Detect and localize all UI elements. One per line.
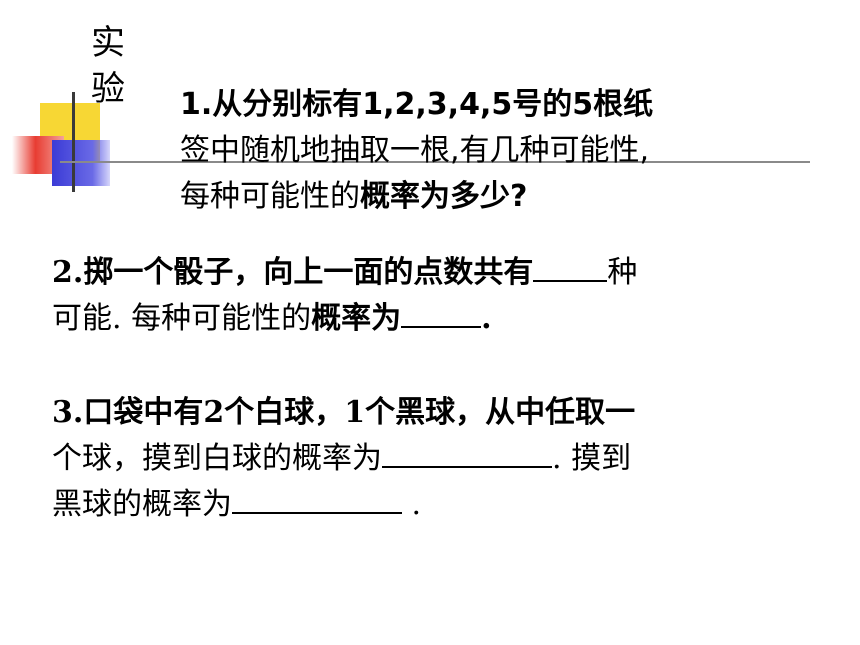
q1-line-3-text: 每种可能性的: [180, 179, 360, 214]
q3-line-2-tail: . 摸到: [552, 441, 632, 476]
question-3: 3.口袋中有2个白球，1个黑球，从中任取一 个球，摸到白球的概率为 . 摸到 黑球…: [52, 390, 812, 528]
q3-line-1: 3.口袋中有2个白球，1个黑球，从中任取一: [52, 395, 636, 430]
q2-line-1: 2.掷一个骰子，向上一面的点数共有 种: [52, 250, 812, 296]
q3-line-3: 黑球的概率为 .: [52, 482, 812, 528]
decor-horizontal-line: [60, 161, 810, 163]
question-2: 2.掷一个骰子，向上一面的点数共有 种 可能. 每种可能性的概率为.: [52, 250, 812, 342]
q2-line-1-tail: 种: [607, 255, 638, 290]
q2-line-1-text: 2.掷一个骰子，向上一面的点数共有: [52, 255, 534, 290]
q3-line-3-tail: .: [402, 487, 422, 522]
q2-line-2: 可能. 每种可能性的概率为.: [52, 296, 812, 342]
q1-line-2: 签中随机地抽取一根,有几种可能性,: [180, 133, 650, 168]
question-1: 1.从分别标有1,2,3,4,5号的5根纸 签中随机地抽取一根,有几种可能性, …: [180, 82, 820, 220]
title-char-1: 实: [91, 23, 125, 63]
slide-title: 实 验: [88, 20, 128, 112]
q3-line-2-text: 个球，摸到白球的概率为: [52, 441, 382, 476]
q2-line-2-period: .: [481, 301, 492, 336]
q1-line-3: 每种可能性的概率为多少?: [180, 174, 820, 220]
decor-blue-square: [52, 140, 110, 186]
q3-blank-black: [232, 484, 402, 514]
q1-line-1: 1.从分别标有1,2,3,4,5号的5根纸: [180, 87, 654, 122]
q3-line-3-text: 黑球的概率为: [52, 487, 232, 522]
q3-line-2: 个球，摸到白球的概率为 . 摸到: [52, 436, 812, 482]
q1-line-3-bold: 概率为多少?: [360, 179, 528, 214]
q2-blank-count: [533, 252, 608, 282]
q2-line-2-bold: 概率为: [311, 301, 402, 336]
q2-line-2-text: 可能. 每种可能性的: [52, 301, 312, 336]
q3-blank-white: [382, 438, 552, 468]
decor-vertical-line: [72, 92, 75, 192]
q2-blank-probability: [401, 298, 482, 328]
title-char-2: 验: [91, 69, 125, 109]
